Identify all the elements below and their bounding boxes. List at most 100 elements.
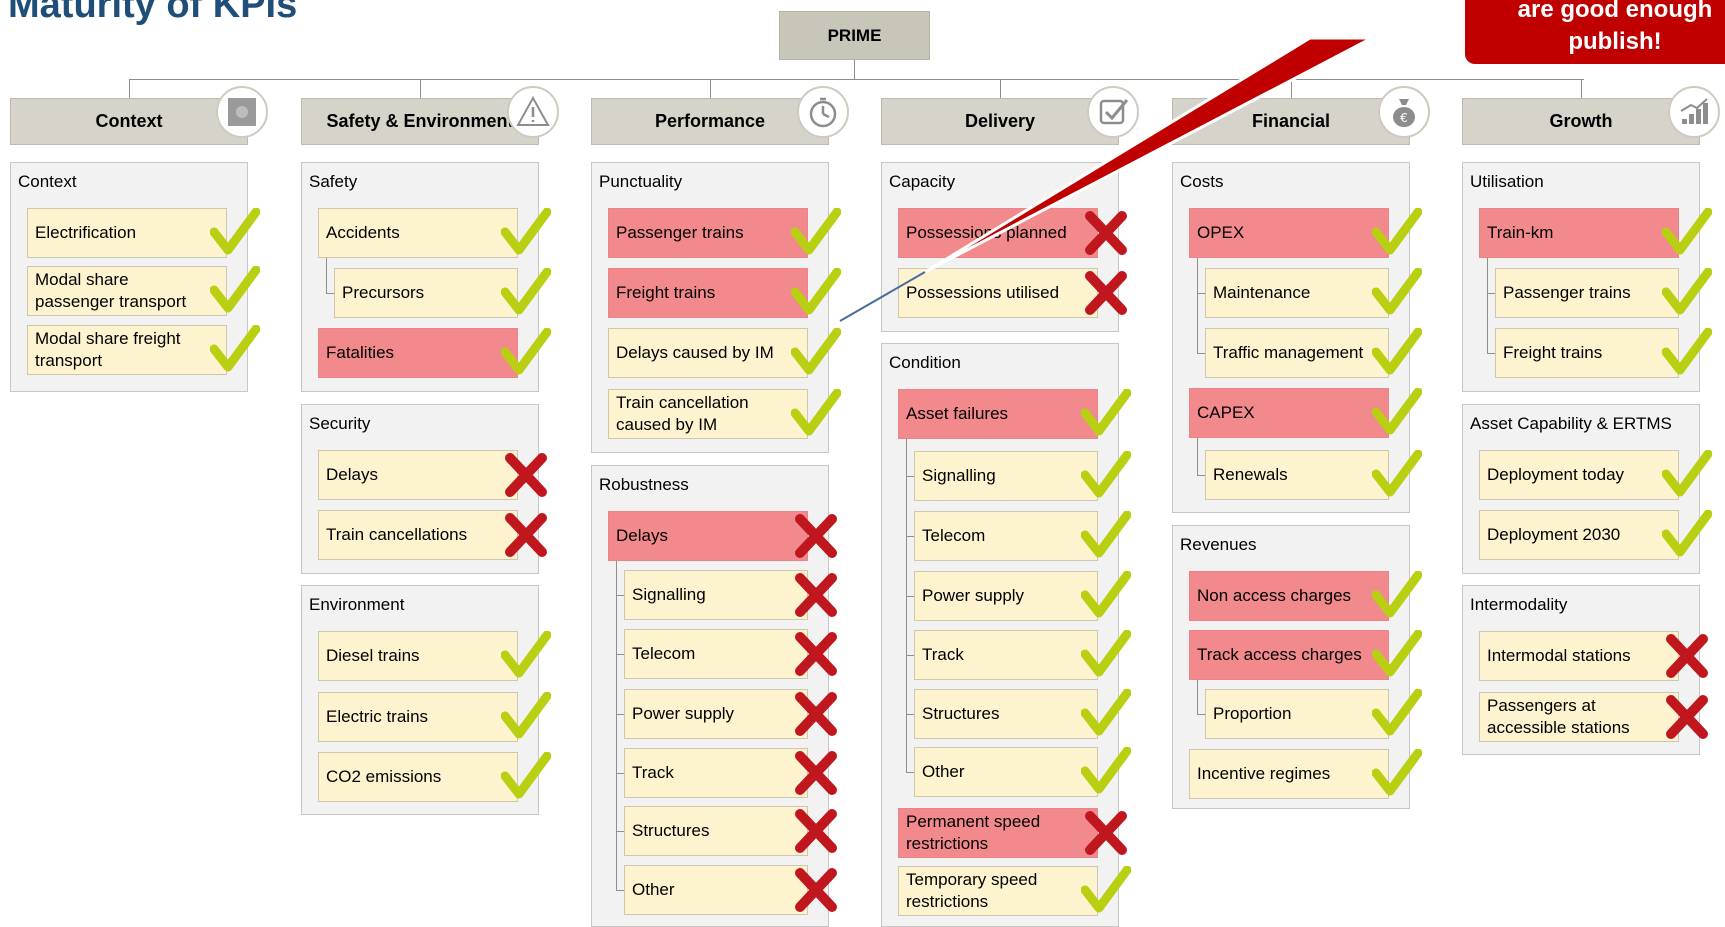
stopwatch-icon [797,86,849,138]
tree-branch [1197,714,1205,715]
kpi-item-label: Telecom [922,526,986,545]
check-mark-icon [1661,449,1713,500]
tree-branch [1487,353,1495,354]
svg-text:€: € [1400,111,1408,125]
kpi-item-label: Other [632,880,675,899]
kpi-item: Temporary speed restrictions [898,866,1098,916]
tree-branch [616,714,624,715]
kpi-item: Delays [608,511,808,561]
column-header-safety-environment: Safety & Environment [301,98,539,145]
kpi-item: Asset failures [898,389,1098,439]
cross-mark-icon [1081,268,1131,318]
kpi-item-label: Maintenance [1213,283,1311,302]
check-mark-icon [1080,746,1132,797]
check-mark-icon [1080,570,1132,621]
check-mark-icon [1661,267,1713,318]
column-connector [1291,79,1292,98]
tree-trunk [616,773,617,831]
check-mark-icon [1080,450,1132,501]
kpi-item-label: Passenger trains [1503,283,1631,302]
tree-trunk [616,714,617,773]
group-title: Utilisation [1470,172,1544,191]
tree-trunk [1197,293,1198,353]
check-mark-icon [1371,207,1423,258]
kpi-item-label: Power supply [922,586,1025,605]
group-title: Environment [309,595,405,614]
tree-branch [616,890,624,891]
group-title: Asset Capability & ERTMS [1470,414,1672,433]
growth-chart-icon [1668,86,1720,138]
group-title: Revenues [1180,535,1257,554]
cross-mark-icon [1081,208,1131,258]
check-mark-icon [1080,510,1132,561]
kpi-item-label: Electrification [35,223,137,242]
kpi-item: Electric trains [318,692,518,742]
kpi-item-label: Modal share passenger transport [35,270,187,311]
kpi-item: Diesel trains [318,631,518,681]
kpi-item: Modal share passenger transport [27,266,227,316]
group-title: Capacity [889,172,956,191]
kpi-item: Possessions planned [898,208,1098,258]
check-mark-icon [209,265,261,316]
kpi-item: Track [624,748,808,798]
cross-mark-icon [1662,692,1712,742]
tree-branch [616,773,624,774]
kpi-item: Train-km [1479,208,1679,258]
tree-trunk [906,596,907,655]
cross-mark-icon [791,806,841,856]
check-mark-icon [500,691,552,742]
kpi-item: Train cancellation caused by IM [608,389,808,439]
column-header-label: Context [95,111,163,131]
tree-branch [1197,353,1205,354]
column-header-delivery: Delivery [881,98,1119,145]
group-title: Robustness [599,475,689,494]
column-header-financial: Financial [1172,98,1410,145]
cross-mark-icon [791,748,841,798]
column-connector [1000,79,1001,98]
kpi-item: Power supply [624,689,808,739]
tree-branch [906,655,914,656]
column-connector [1581,79,1582,98]
kpi-item: Signalling [914,451,1098,501]
kpi-item-label: Power supply [632,704,735,723]
kpi-item: Track access charges [1189,630,1389,680]
tree-branch [1197,293,1205,294]
check-mark-icon [500,207,552,258]
tree-branch [1487,293,1495,294]
tree-branch [616,654,624,655]
tree-trunk [1487,293,1488,353]
tree-trunk [616,654,617,714]
column-connector [710,79,711,98]
tree-trunk [616,831,617,890]
kpi-item-label: Train-km [1487,223,1554,242]
page-title: Maturity of KPIs [8,0,298,26]
group-title: Intermodality [1470,595,1568,614]
context-icon [216,86,268,138]
column-connector [129,79,130,98]
kpi-item: Non access charges [1189,571,1389,621]
check-mark-icon [1371,449,1423,500]
kpi-item-label: Delays [326,465,378,484]
tree-trunk [1197,258,1198,293]
callout-line-1: are good enough [1517,0,1713,23]
kpi-item-label: Structures [922,704,1000,723]
group-title: Safety [309,172,358,191]
check-mark-icon [1080,688,1132,739]
kpi-item: Freight trains [1495,328,1679,378]
group-title: Costs [1180,172,1224,191]
kpi-item-label: Other [922,762,965,781]
tree-trunk [1197,438,1198,475]
tree-branch [906,714,914,715]
kpi-item-label: Intermodal stations [1487,646,1631,665]
tree-branch [906,476,914,477]
kpi-item: Structures [914,689,1098,739]
kpi-item-label: Fatalities [326,343,395,362]
kpi-item-label: Non access charges [1197,586,1352,605]
kpi-item: Power supply [914,571,1098,621]
root-connector [854,60,855,79]
kpi-item-label: Train cancellations [326,525,468,544]
check-mark-icon [1371,387,1423,438]
check-mark-icon [790,327,842,378]
kpi-item: Structures [624,806,808,856]
